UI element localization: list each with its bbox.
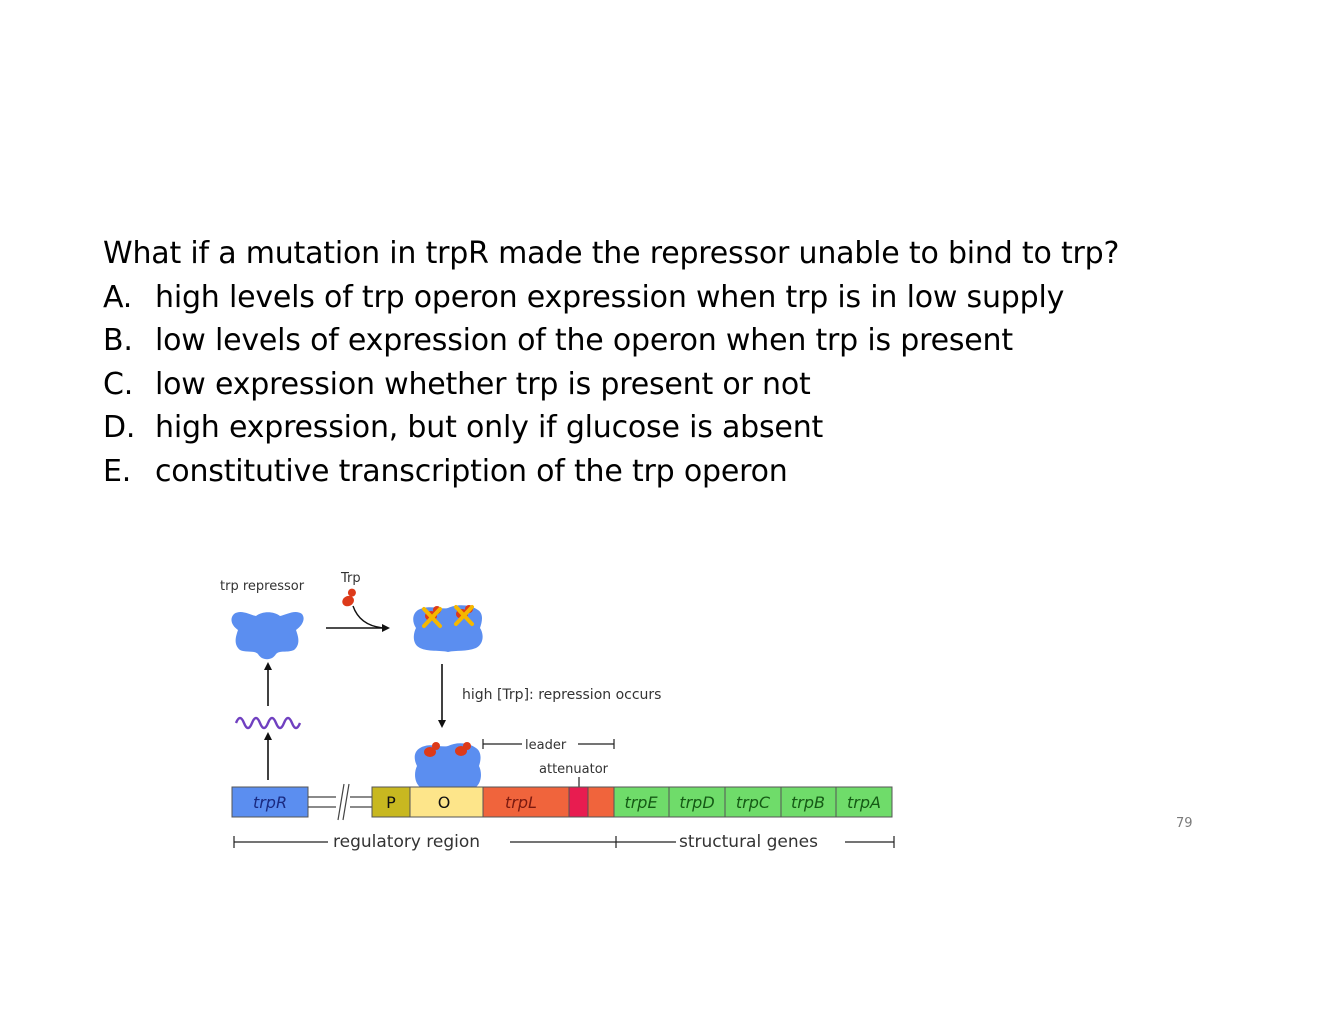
cross-right-icon <box>454 605 474 626</box>
gene-trpE-box <box>613 786 670 818</box>
gene-O-label: O <box>438 793 451 812</box>
trp-on-operator-left-icon <box>424 742 440 757</box>
cross-left-icon <box>422 607 442 628</box>
gene-trpD-box <box>668 786 726 818</box>
attenuator-box <box>568 786 589 818</box>
trp-label: Trp <box>340 571 361 586</box>
gene-trpB-label: trpB <box>791 793 825 812</box>
option-text: constitutive transcription of the trp op… <box>155 453 788 489</box>
gene-O-box <box>409 786 484 818</box>
gene-trpA-label: trpA <box>847 793 881 812</box>
option-letter: C. <box>103 366 134 402</box>
option-letter: E. <box>103 453 132 489</box>
option-letter: A. <box>103 279 133 315</box>
option-text: low expression whether trp is present or… <box>155 366 811 402</box>
mrna-icon <box>234 716 302 730</box>
attenuator-label: attenuator <box>539 762 609 777</box>
dna-break-icon <box>336 782 350 822</box>
gene-trpD-label: trpD <box>679 793 714 812</box>
gene-trpL-box <box>482 786 615 818</box>
question-prompt: What if a mutation in trpR made the repr… <box>103 236 1120 271</box>
trp-repressor-label: trp repressor <box>220 579 305 594</box>
repression-label: high [Trp]: repression occurs <box>462 687 661 703</box>
option-text: low levels of expression of the operon w… <box>155 323 1013 359</box>
free-repressor-shape <box>231 612 304 660</box>
slide-number: 79 <box>1176 816 1193 831</box>
option-e: E. constitutive transcription of the trp … <box>103 450 1203 494</box>
trp-joining-curve <box>352 605 385 629</box>
gene-trpA-box <box>835 786 893 818</box>
option-letter: D. <box>103 410 136 446</box>
gene-trpR-label: trpR <box>253 793 287 812</box>
option-text: high expression, but only if glucose is … <box>155 410 824 446</box>
option-c: C. low expression whether trp is present … <box>103 363 1203 407</box>
option-text: high levels of trp operon expression whe… <box>155 279 1065 315</box>
gene-trpR-box <box>231 786 309 818</box>
trp-on-operator-right-icon <box>455 742 471 756</box>
region-bracket <box>233 836 895 848</box>
gene-trpB-box <box>780 786 837 818</box>
leader-label: leader <box>525 738 567 753</box>
option-a: A. high levels of trp operon expression w… <box>103 276 1203 320</box>
leader-bracket <box>482 739 615 749</box>
trp-molecule-icon <box>342 588 356 607</box>
gene-trpC-box <box>724 786 782 818</box>
bound-repressor-shape <box>413 605 483 652</box>
gene-trpC-label: trpC <box>736 793 771 812</box>
question-block: What if a mutation in trpR made the repr… <box>103 232 1203 494</box>
gene-trpL-label: trpL <box>505 793 537 812</box>
gene-P-label: P <box>386 793 396 812</box>
gene-trpE-label: trpE <box>624 793 658 812</box>
option-d: D. high expression, but only if glucose i… <box>103 406 1203 450</box>
option-letter: B. <box>103 323 133 359</box>
regulatory-region-label: regulatory region <box>333 832 480 852</box>
structural-genes-label: structural genes <box>679 832 818 852</box>
option-b: B. low levels of expression of the operon… <box>103 319 1203 363</box>
